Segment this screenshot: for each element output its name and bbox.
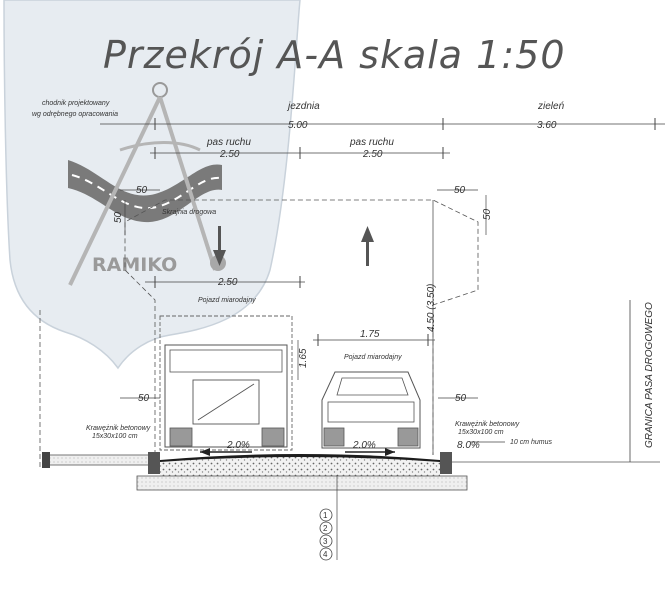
top-dimension-line	[100, 118, 665, 130]
corner-dim-top-right: 50	[454, 185, 466, 196]
lane-1-label: pas ruchu	[206, 137, 251, 148]
corner-dim-right-vert: 50	[482, 208, 493, 220]
drawing-title: Przekrój A-A skala 1:50	[103, 33, 566, 77]
subbase-layer	[136, 475, 468, 491]
curb-left	[148, 452, 160, 474]
truck-outline	[159, 315, 293, 451]
green-width: 3.60	[537, 120, 557, 131]
car-outline	[321, 371, 421, 449]
curb-right-label-1: Krawężnik betonowy	[455, 421, 520, 428]
curb-right	[440, 452, 452, 474]
sidewalk-note-2: wg odrębnego opracowania	[32, 111, 118, 118]
carriageway-label: jezdnia	[286, 101, 320, 112]
road-edge-envelope	[124, 199, 479, 455]
boundary-label: GRANICA PASA DROGOWEGO	[644, 302, 655, 448]
corner-dim-top-left: 50	[136, 185, 148, 196]
arrow-down-icon	[213, 226, 226, 266]
clearance-width: 2.50	[217, 277, 238, 288]
layer-4: 4	[323, 550, 328, 559]
slope-right: 2.0%	[352, 440, 376, 451]
base-layer	[160, 457, 440, 476]
green-label: zieleń	[537, 101, 565, 112]
arrow-up-icon	[361, 226, 374, 266]
curb-left-label-2: 15x30x100 cm	[92, 433, 138, 440]
low-dim-left: 50	[138, 393, 150, 404]
compass-icon	[68, 82, 217, 286]
curb-left-label-1: Krawężnik betonowy	[86, 425, 151, 432]
shield-shape	[3, 0, 301, 370]
lane-1-width: 2.50	[219, 149, 240, 160]
layer-2: 2	[323, 524, 328, 533]
watermark-logo-text: RAMIKO	[92, 254, 177, 276]
pavement-structure	[42, 452, 660, 491]
sidewalk-note-1: chodnik projektowany	[42, 100, 110, 107]
slope-verge: 8.0%	[457, 440, 480, 451]
slope-left: 2.0%	[226, 440, 250, 451]
layer-1: 1	[323, 511, 328, 520]
lane-2-width: 2.50	[362, 149, 383, 160]
slope-right-arrow-icon	[345, 448, 395, 456]
lane-dimension-line	[150, 147, 450, 159]
layer-3: 3	[323, 537, 328, 546]
humus-label: 10 cm humus	[510, 439, 553, 446]
truck-height: 1.65	[298, 348, 309, 368]
design-vehicle-1-label: Pojazd miarodajny	[198, 297, 256, 304]
carriageway-width: 5.00	[288, 120, 308, 131]
curb-right-label-2: 15x30x100 cm	[458, 429, 504, 436]
corner-dim-left-vert: 50	[113, 211, 124, 223]
watermark-shield: RAMIKO	[3, 0, 301, 370]
clearance-height: 4.50 (3.50)	[426, 284, 437, 332]
layer-list: 1 2 3 4	[319, 508, 333, 561]
design-vehicle-2-label: Pojazd miarodajny	[344, 354, 402, 361]
low-dim-right: 50	[455, 393, 467, 404]
lane-2-label: pas ruchu	[349, 137, 394, 148]
vehicle-width: 1.75	[360, 329, 380, 340]
road-edge-label: Skrajnia drogowa	[162, 209, 216, 216]
slope-left-arrow-icon	[200, 448, 252, 456]
